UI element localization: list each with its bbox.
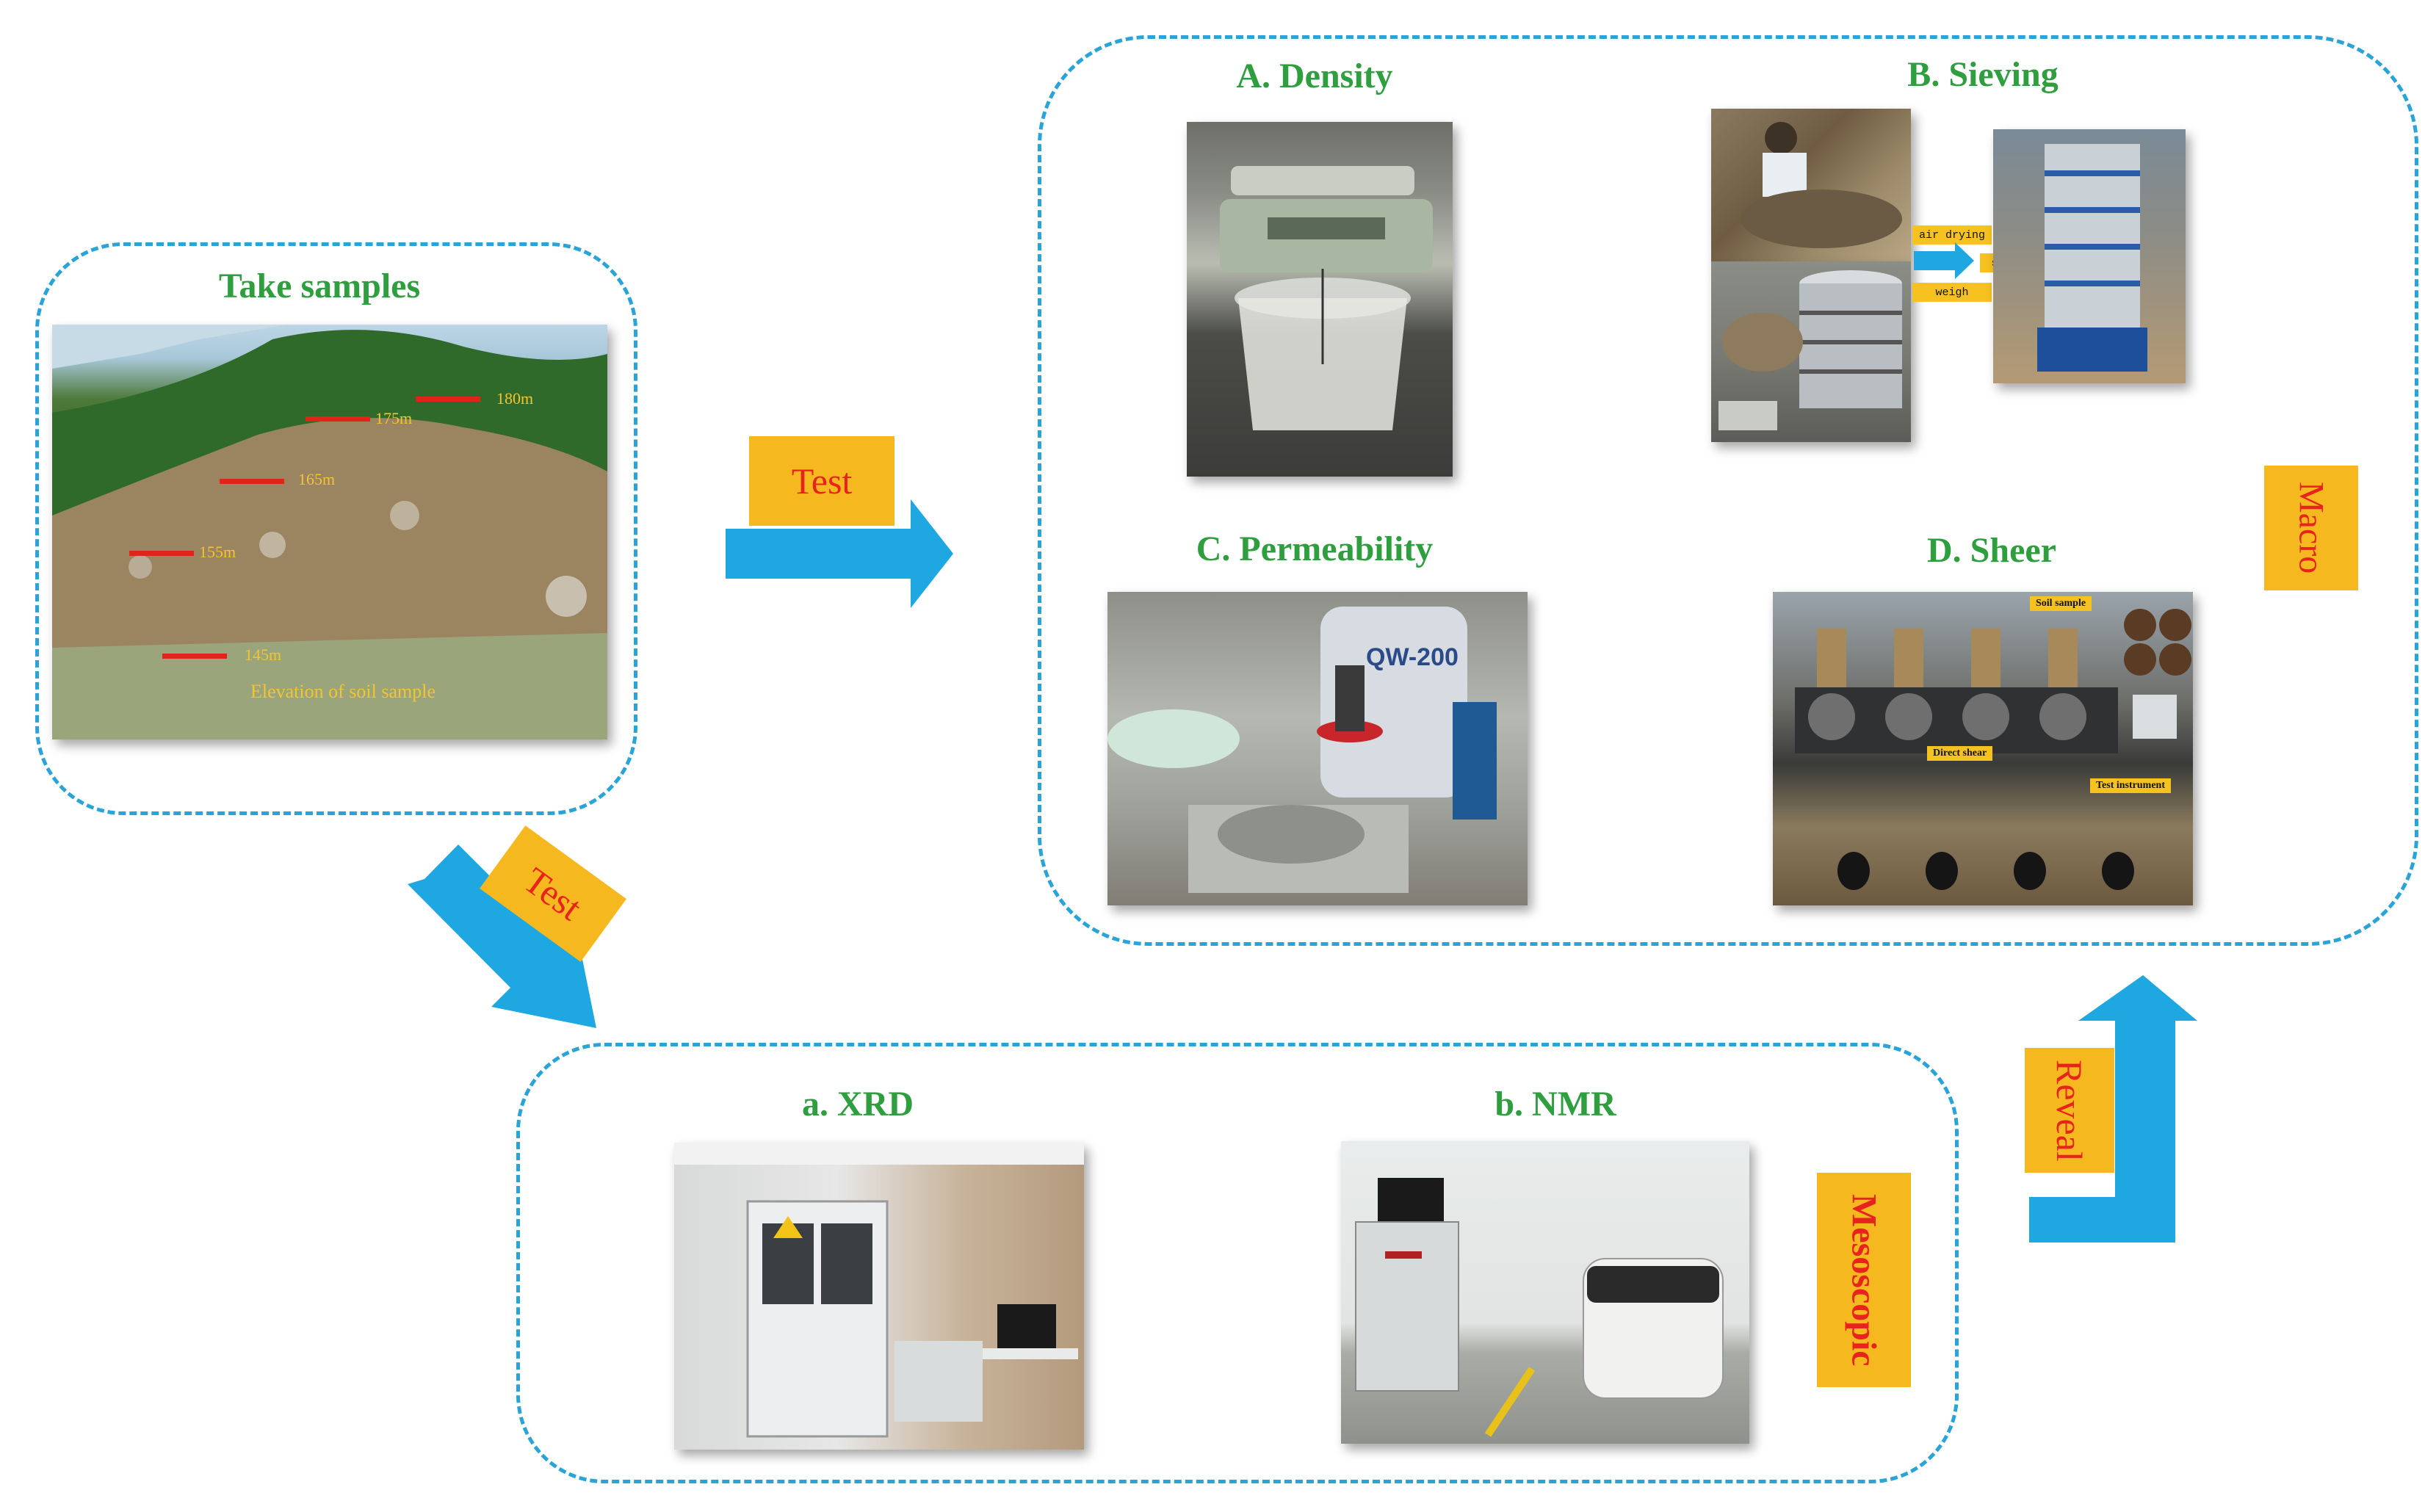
- reveal-arrow-body: [2029, 975, 2197, 1242]
- elevation-line-155: [129, 551, 194, 556]
- xrd-title: a. XRD: [802, 1085, 914, 1124]
- air-drying-label: air drying: [1912, 225, 1992, 245]
- density-title: A. Density: [1236, 57, 1393, 95]
- permeability-title: C. Permeability: [1196, 529, 1434, 568]
- macro-box: [1038, 35, 2418, 946]
- xrd-photo: [674, 1143, 1084, 1450]
- hillside-drawing: [52, 325, 607, 739]
- test-down-arrow: [408, 844, 596, 1028]
- reveal-label: Reveal: [2025, 1048, 2114, 1173]
- direct-shear-caption: Direct shear: [1927, 746, 1993, 761]
- shear-title: D. Sheer: [1927, 531, 2056, 570]
- test-right-arrow: [726, 499, 953, 608]
- nmr-drawing: [1355, 1178, 1724, 1437]
- mesoscopic-box: [516, 1043, 1959, 1483]
- elevation-line-175: [306, 416, 370, 422]
- shear-photo: Soil sample Direct shear Test instrument: [1773, 592, 2193, 905]
- qw200-text: QW-200: [1366, 643, 1459, 671]
- balance-drawing: [1220, 166, 1433, 430]
- nmr-photo: [1341, 1141, 1749, 1444]
- shear-drawing: [1795, 609, 2191, 890]
- elevation-175: 175m: [375, 409, 413, 427]
- elevation-caption: Elevation of soil sample: [250, 681, 436, 702]
- weigh-label: weigh: [1912, 283, 1992, 302]
- test-right-label: Test: [749, 436, 894, 526]
- elevation-165: 165m: [298, 470, 336, 488]
- permeability-photo: QW-200: [1107, 592, 1528, 905]
- density-photo: [1187, 122, 1453, 477]
- elevation-180: 180m: [496, 389, 534, 408]
- elevation-line-145: [162, 654, 227, 659]
- elevation-145: 145m: [245, 645, 282, 664]
- hillside-photo: 180m 175m 165m 155m 145m Elevation of so…: [52, 325, 607, 739]
- sieving-photo-shaker: [1993, 129, 2186, 383]
- elevation-line-180: [416, 397, 480, 402]
- drying-drawing: [1741, 122, 1902, 248]
- permeameter-drawing: [1107, 607, 1497, 893]
- elevation-155: 155m: [199, 543, 236, 561]
- mesoscopic-label: Mesoscopic: [1817, 1173, 1911, 1387]
- shaker-drawing: [2037, 144, 2147, 372]
- test-instrument-caption: Test instrument: [2090, 778, 2171, 793]
- xrd-drawing: [674, 1143, 1084, 1438]
- soil-sample-caption: Soil sample: [2030, 596, 2092, 611]
- nmr-title: b. NMR: [1495, 1085, 1616, 1124]
- sieving-photo-weigh: [1711, 261, 1911, 442]
- sieving-photo-drying: [1711, 109, 1911, 261]
- macro-label: Macro: [2264, 466, 2358, 590]
- elevation-line-165: [220, 479, 284, 484]
- take-samples-title: Take samples: [218, 267, 421, 305]
- sieving-title: B. Sieving: [1907, 55, 2059, 94]
- sieve-stack-drawing: [1718, 270, 1902, 430]
- take-samples-box: [35, 242, 637, 815]
